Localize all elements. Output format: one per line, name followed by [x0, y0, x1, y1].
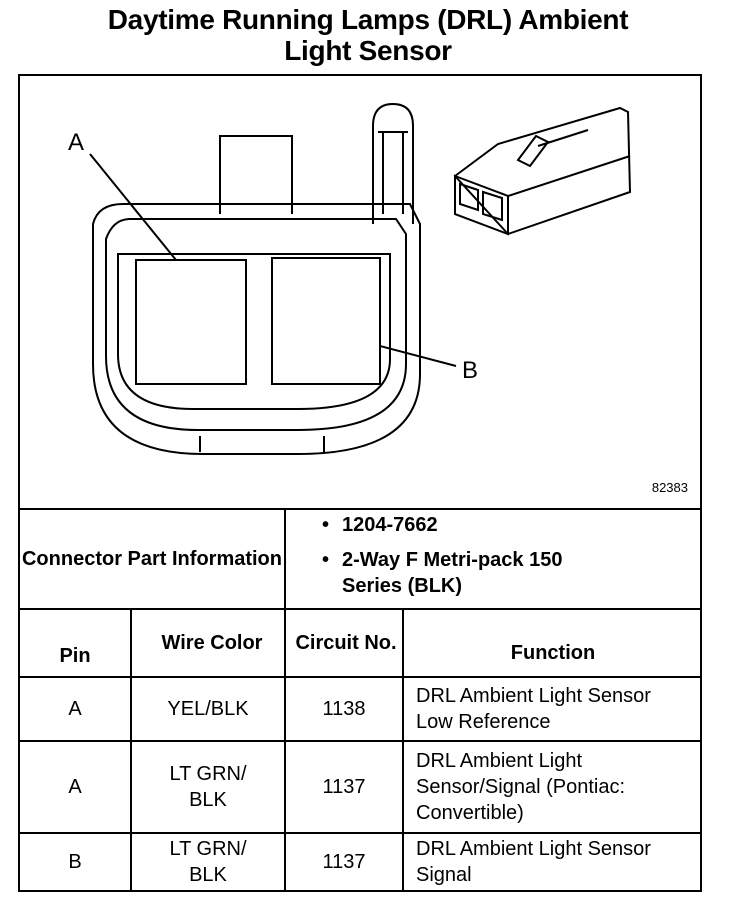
page-title: Daytime Running Lamps (DRL) Ambient Ligh… [0, 4, 736, 66]
divider-col-3 [402, 608, 404, 892]
title-line-2: Light Sensor [284, 35, 452, 66]
figure-number: 82383 [651, 480, 688, 495]
divider-info-col [284, 508, 286, 610]
connector-diagram: A B [68, 102, 632, 455]
header-wire-color: Wire Color [161, 632, 263, 654]
row-2-pin: A [68, 776, 82, 798]
title-line-1: Daytime Running Lamps (DRL) Ambient [107, 4, 629, 35]
connector-tab [219, 135, 293, 214]
label-a: A [68, 129, 84, 156]
divider-header [18, 676, 702, 678]
info-item-description: •2-Way F Metri-pack 150 Series (BLK) [322, 549, 563, 597]
connector-info-list: •1204-7662 •2-Way F Metri-pack 150 Serie… [320, 512, 592, 608]
mating-connector [453, 106, 632, 236]
connector-latch [372, 102, 414, 224]
info-item-part-number: •1204-7662 [322, 514, 438, 536]
leader-a [89, 153, 177, 261]
row-1-wire-color: YEL/BLK [167, 698, 249, 720]
header-function: Function [510, 642, 596, 664]
row-3-wire-color: LT GRN/ BLK [169, 838, 247, 886]
connector-body [92, 203, 421, 455]
divider-row-1 [18, 740, 702, 742]
row-2-circuit: 1137 [322, 776, 366, 798]
label-b: B [462, 357, 478, 384]
row-1-pin: A [68, 698, 82, 720]
row-3-circuit: 1137 [322, 851, 366, 873]
row-1-function: DRL Ambient Light Sensor Low Reference [416, 685, 651, 733]
header-pin: Pin [59, 645, 91, 667]
terminal-a [135, 259, 247, 385]
row-2-function: DRL Ambient Light Sensor/Signal (Pontiac… [416, 750, 626, 824]
terminal-b [271, 257, 381, 385]
row-1-circuit: 1138 [322, 698, 366, 720]
row-3-function: DRL Ambient Light Sensor Signal [416, 838, 651, 886]
divider-row-2 [18, 832, 702, 834]
connector-info-label: Connector Part Information [21, 548, 282, 570]
leader-b [379, 345, 457, 367]
row-3-pin: B [68, 851, 82, 873]
divider-col-1 [130, 608, 132, 892]
row-2-wire-color: LT GRN/ BLK [169, 763, 247, 811]
divider-info [18, 608, 702, 610]
header-circuit-no: Circuit No. [295, 632, 397, 654]
divider-col-2 [284, 608, 286, 892]
document-frame [18, 74, 702, 892]
divider-diagram [18, 508, 702, 510]
